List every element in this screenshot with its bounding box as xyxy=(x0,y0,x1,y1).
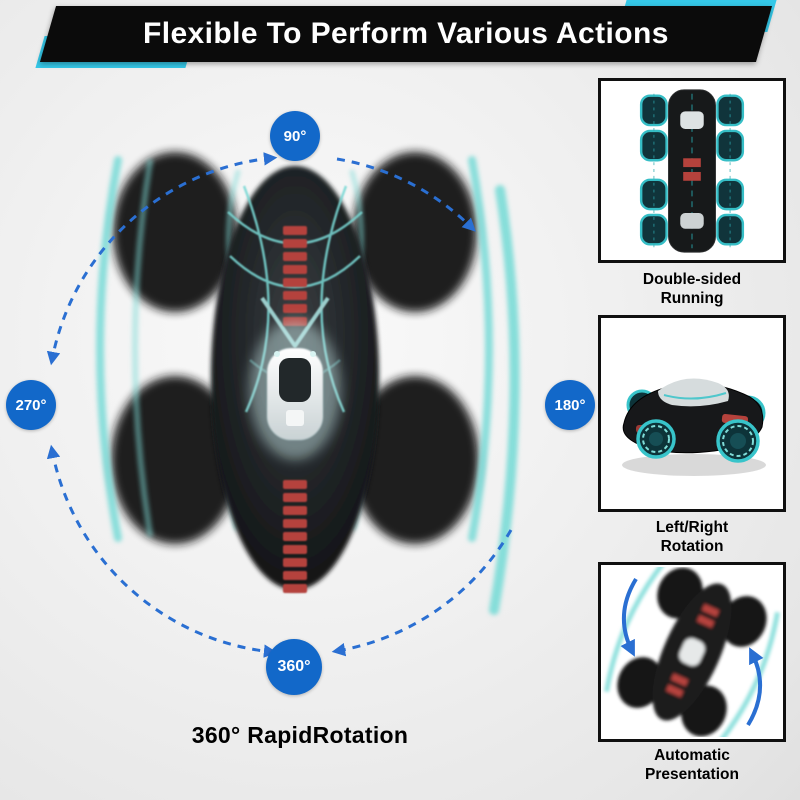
feature-sidebar: Double-sided Running L xyxy=(598,78,792,792)
angle-badge-270: 270° xyxy=(6,380,56,430)
feature-caption-line: Rotation xyxy=(660,538,724,556)
automatic-presentation-image xyxy=(604,567,780,737)
angle-badge-360: 360° xyxy=(266,639,322,695)
double-sided-running-image xyxy=(639,88,745,253)
feature-caption-double-sided: Double-sided Running xyxy=(598,270,786,309)
angle-badge-90: 90° xyxy=(270,111,320,161)
main-illustration-area xyxy=(0,60,600,680)
banner-title: Flexible To Perform Various Actions xyxy=(143,17,669,50)
feature-caption-line: Presentation xyxy=(645,766,739,784)
feature-caption-automatic: Automatic Presentation xyxy=(598,746,786,785)
feature-caption-line: Running xyxy=(660,290,724,308)
angle-badge-180: 180° xyxy=(545,380,595,430)
feature-image-frame-left-right xyxy=(598,315,786,512)
car-cockpit xyxy=(249,320,341,460)
feature-caption-line: Automatic xyxy=(654,747,730,764)
feature-image-frame-automatic xyxy=(598,562,786,742)
feature-caption-line: Left/Right xyxy=(655,519,729,536)
feature-caption-left-right: Left/Right Rotation xyxy=(598,518,786,557)
banner-bar: Flexible To Perform Various Actions xyxy=(39,6,773,62)
feature-caption-line: Double-sided xyxy=(642,271,742,288)
banner: Flexible To Perform Various Actions xyxy=(35,0,777,68)
feature-image-frame-double-sided xyxy=(598,78,786,263)
stunt-car-rotation-illustration xyxy=(46,152,520,658)
car-red-segments xyxy=(283,226,307,593)
main-caption: 360° RapidRotation xyxy=(191,722,409,748)
left-right-rotation-image xyxy=(622,378,766,476)
rotation-dashed-arrows xyxy=(46,152,513,658)
